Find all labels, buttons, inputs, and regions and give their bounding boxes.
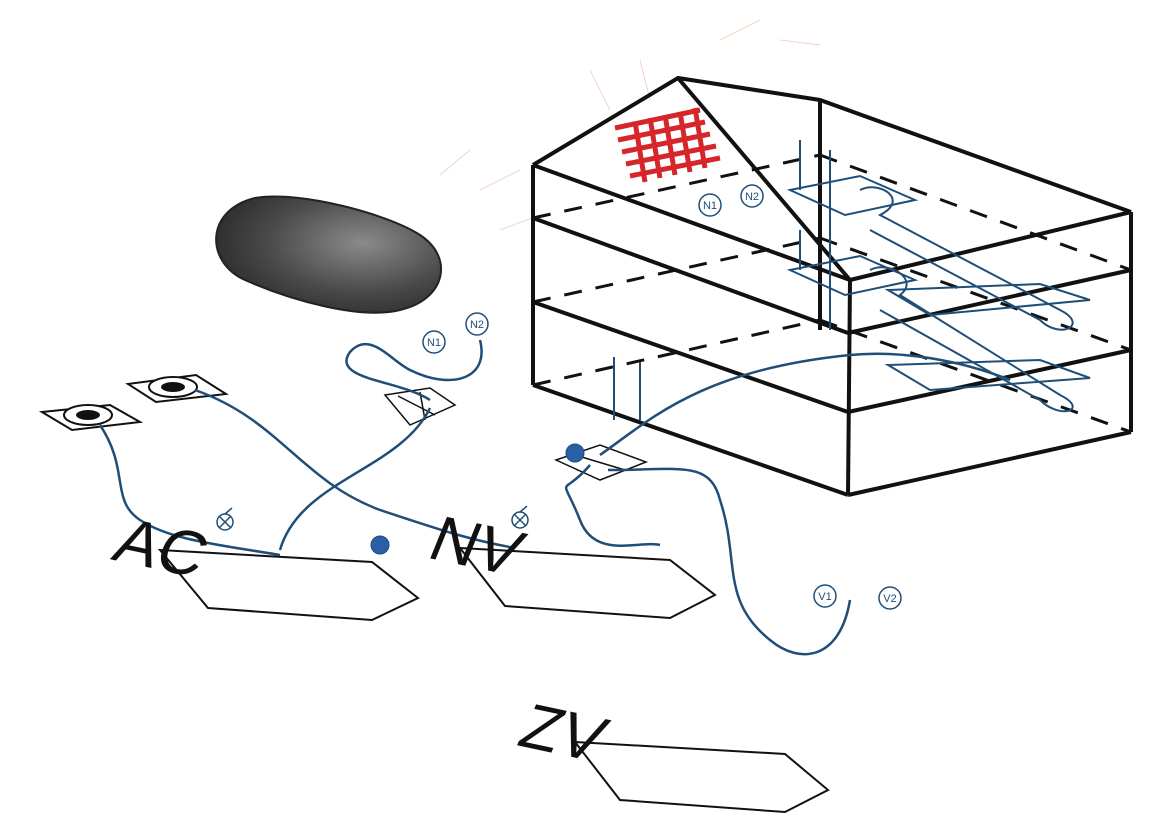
tag-ac: AC bbox=[104, 505, 420, 622]
symbol-n2-upper: N2 bbox=[740, 184, 764, 208]
svg-text:N2: N2 bbox=[745, 191, 759, 203]
vent-right bbox=[125, 373, 229, 404]
wires bbox=[98, 339, 1011, 656]
internal-ducts bbox=[613, 140, 1091, 420]
cloud-pod bbox=[215, 195, 443, 314]
wire-symbol-1 bbox=[216, 507, 234, 531]
blue-node-2 bbox=[565, 443, 585, 463]
vent-left bbox=[38, 403, 144, 432]
tag-zv: ZV bbox=[510, 691, 830, 814]
symbol-n2-lower: N2 bbox=[465, 312, 489, 336]
sketch-marks bbox=[439, 19, 821, 231]
svg-text:N1: N1 bbox=[703, 200, 717, 212]
blue-node-1 bbox=[370, 535, 390, 555]
building bbox=[531, 75, 1133, 497]
svg-text:V1: V1 bbox=[818, 591, 831, 603]
svg-text:N2: N2 bbox=[470, 319, 484, 331]
building-hidden-lines bbox=[532, 153, 1132, 434]
symbol-n1-upper: N1 bbox=[698, 193, 722, 217]
svg-text:V2: V2 bbox=[883, 593, 896, 605]
symbol-v1: V1 bbox=[813, 584, 837, 608]
tag-nv: NV bbox=[420, 503, 717, 620]
symbol-v2: V2 bbox=[878, 586, 902, 610]
svg-text:N1: N1 bbox=[427, 337, 441, 349]
solar-grid bbox=[614, 107, 721, 183]
wire-symbol-2 bbox=[511, 505, 529, 529]
symbol-n1-lower: N1 bbox=[422, 330, 446, 354]
